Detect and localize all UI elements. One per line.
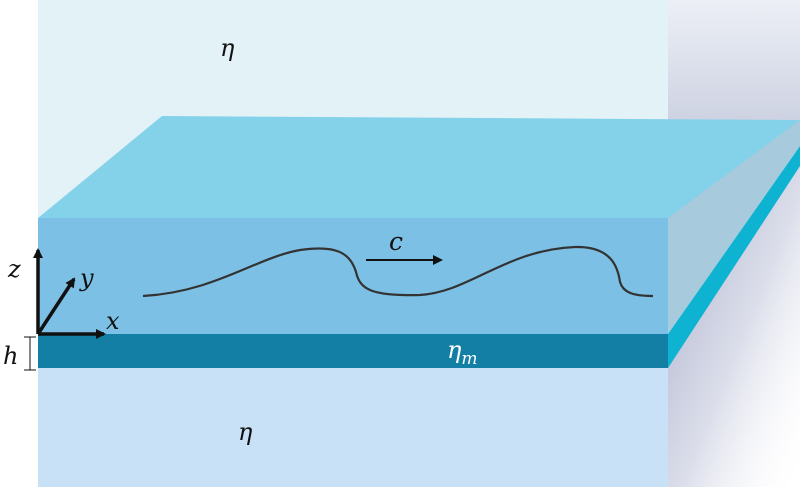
eta-membrane-label: ηm [447,336,478,369]
lower-side-shade [668,160,800,487]
thickness-label: h [3,342,18,370]
film-front-face [38,218,668,334]
x-axis-label: x [106,307,120,335]
film-side-face [668,120,800,334]
membrane-front-face [38,334,668,368]
y-axis-label: y [79,264,94,292]
eta-lower-label: η [238,418,253,446]
y-axis-arrow [36,277,76,335]
membrane-side-face [668,146,800,368]
eta-upper-label: η [220,34,235,62]
surface-wave [142,245,654,298]
speed-label: c [389,227,403,256]
z-axis-label: z [7,255,21,283]
lower-fluid-front [38,368,668,487]
film-top-surface [38,116,800,218]
